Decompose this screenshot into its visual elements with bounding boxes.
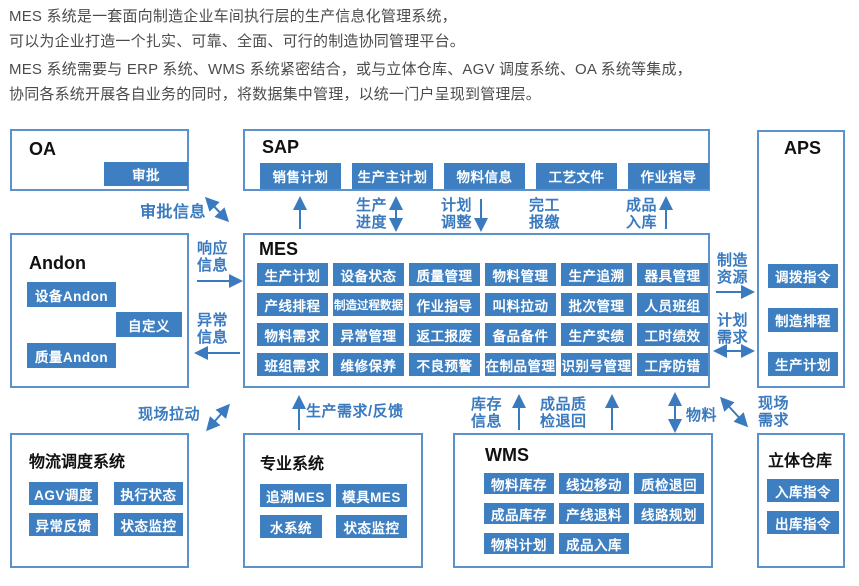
chip-sap-sales-plan: 销售计划 [260,163,341,189]
chip-mes-module: 器具管理 [637,263,708,286]
flow-label-inventory-info: 库存信息 [471,396,503,430]
chip-exec-status: 执行状态 [114,482,183,505]
chip-mes-module: 生产计划 [257,263,328,286]
chip-mes-module: 质量管理 [409,263,480,286]
box-aps: APS 调拨指令 制造排程 生产计划 [757,130,845,388]
flow-label-completion-report: 完工报缴 [529,197,561,231]
chip-mes-module: 识别号管理 [561,353,632,376]
flow-label-plan-demand: 计划需求 [717,312,749,346]
chip-abnormal-feedback: 异常反馈 [29,513,98,536]
chip-mes-module: 制造过程数据 [333,293,404,316]
chip-mold-mes: 模具MES [336,484,407,507]
flow-label-abnormal-info: 异常信息 [197,312,229,346]
chip-wms-module: 物料库存 [484,473,554,494]
chip-wms-module: 物料计划 [484,533,554,554]
chip-status-monitor: 状态监控 [336,515,407,538]
chip-mes-module: 物料需求 [257,323,328,346]
chip-mes-module: 批次管理 [561,293,632,316]
chip-mes-module: 产线排程 [257,293,328,316]
box-special-title: 专业系统 [260,456,325,473]
flow-label-mfg-resource: 制造资源 [717,252,749,286]
chip-mes-module: 不良预警 [409,353,480,376]
chip-andon-custom: 自定义 [116,312,182,337]
chip-outbound-order: 出库指令 [767,511,839,534]
chip-mes-module: 作业指导 [409,293,480,316]
chip-sap-material-info: 物料信息 [444,163,525,189]
chip-aps-transfer-order: 调拨指令 [768,264,838,288]
chip-andon-equipment: 设备Andon [27,282,116,307]
chip-status-monitor: 状态监控 [114,513,183,536]
flow-label-response-info: 响应信息 [197,240,229,274]
box-mes-title: MES [259,239,299,259]
chip-aps-mfg-schedule: 制造排程 [768,308,838,332]
chip-inbound-order: 入库指令 [767,479,839,502]
box-sap: SAP 销售计划 生产主计划 物料信息 工艺文件 作业指导 [243,129,710,191]
box-andon: Andon 设备Andon 自定义 质量Andon [10,233,189,388]
chip-mes-module: 叫料拉动 [485,293,556,316]
chip-mes-module: 返工报废 [409,323,480,346]
chip-oa-approval: 审批 [104,162,188,186]
chip-mes-module: 在制品管理 [485,353,556,376]
chip-mes-module: 设备状态 [333,263,404,286]
flow-label-finished-goods-in: 成品入库 [626,197,658,231]
chip-andon-quality: 质量Andon [27,343,116,368]
flow-label-prod-demand-feedback: 生产需求/反馈 [306,403,404,420]
box-logistics-title: 物流调度系统 [29,454,126,471]
arrow-approval-info [204,196,230,223]
intro-line: 可以为企业打造一个扎实、可靠、全面、可行的制造协同管理平台。 [9,33,466,50]
chip-mes-module: 工时绩效 [637,323,708,346]
flow-label-approval-info: 审批信息 [140,204,207,221]
wms-chip-grid: 物料库存 线边移动 质检退回 成品库存 产线退料 线路规划 物料计划 成品入库 [484,473,704,554]
chip-mes-module: 物料管理 [485,263,556,286]
chip-sap-work-guide: 作业指导 [628,163,709,189]
flow-label-production-progress: 生产进度 [356,197,388,231]
chip-wms-module: 成品入库 [559,533,629,554]
chip-mes-module: 维修保养 [333,353,404,376]
chip-mes-module: 生产实绩 [561,323,632,346]
chip-water-system: 水系统 [260,515,322,538]
chip-mes-module: 班组需求 [257,353,328,376]
box-cube-warehouse: 立体仓库 入库指令 出库指令 [757,433,845,568]
box-oa-title: OA [29,139,56,159]
chip-mes-module: 备品备件 [485,323,556,346]
box-wms-title: WMS [485,445,529,465]
chip-sap-process-file: 工艺文件 [536,163,617,189]
intro-line: MES 系统是一套面向制造企业车间执行层的生产信息化管理系统， [9,8,457,25]
box-wms: WMS 物料库存 线边移动 质检退回 成品库存 产线退料 线路规划 物料计划 成… [453,433,713,568]
chip-wms-module: 产线退料 [559,503,629,524]
box-logistics: 物流调度系统 AGV调度 执行状态 异常反馈 状态监控 [10,433,189,568]
mes-chip-grid: 生产计划 设备状态 质量管理 物料管理 生产追溯 器具管理 产线排程 制造过程数… [257,263,708,376]
box-special-systems: 专业系统 追溯MES 模具MES 水系统 状态监控 [243,433,423,568]
chip-wms-module: 线边移动 [559,473,629,494]
chip-mes-module: 异常管理 [333,323,404,346]
intro-paragraph: MES 系统是一套面向制造企业车间执行层的生产信息化管理系统， 可以为企业打造一… [9,6,692,109]
box-mes: MES 生产计划 设备状态 质量管理 物料管理 生产追溯 器具管理 产线排程 制… [243,233,710,388]
flow-label-plan-adjust: 计划调整 [441,197,473,231]
box-cube-title: 立体仓库 [768,453,833,470]
intro-line: MES 系统需要与 ERP 系统、WMS 系统紧密结合，或与立体仓库、AGV 调… [9,61,692,78]
flow-label-quality-return: 成品质检退回 [540,396,587,430]
chip-wms-module: 成品库存 [484,503,554,524]
flow-label-site-demand: 现场需求 [758,395,790,429]
chip-sap-master-plan: 生产主计划 [352,163,433,189]
chip-mes-module: 工序防错 [637,353,708,376]
sap-chip-row: 销售计划 生产主计划 物料信息 工艺文件 作业指导 [260,163,709,189]
chip-agv-dispatch: AGV调度 [29,482,98,505]
chip-wms-module: 质检退回 [634,473,704,494]
box-aps-title: APS [784,138,822,158]
box-andon-title: Andon [29,253,86,273]
chip-wms-module: 线路规划 [634,503,704,524]
chip-mes-module: 人员班组 [637,293,708,316]
chip-trace-mes: 追溯MES [260,484,331,507]
flow-label-material: 物料 [686,407,718,424]
intro-line: 协同各系统开展各自业务的同时，将数据集中管理，以统一门户呈现到管理层。 [9,86,542,103]
box-oa: OA 审批 [10,129,189,191]
flow-label-site-pull: 现场拉动 [138,406,201,423]
box-sap-title: SAP [262,137,300,157]
chip-mes-module: 生产追溯 [561,263,632,286]
chip-aps-prod-plan: 生产计划 [768,352,838,376]
